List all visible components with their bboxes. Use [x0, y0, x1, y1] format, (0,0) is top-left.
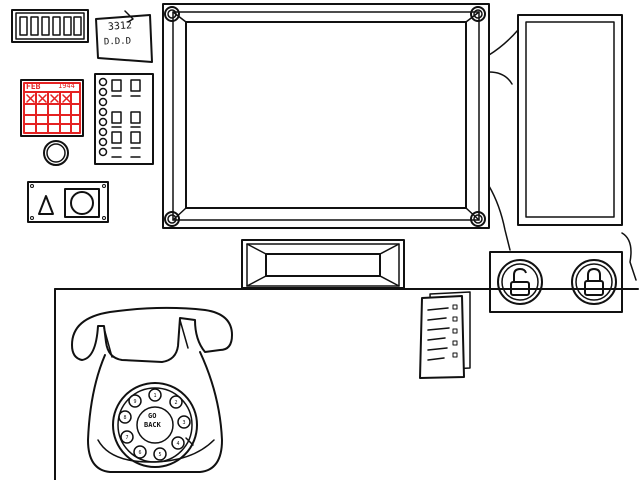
svg-text:3: 3: [182, 420, 185, 426]
rotary-phone-body: [71, 306, 233, 473]
document-drawer-slot[interactable]: [242, 240, 404, 288]
svg-text:1: 1: [153, 393, 156, 399]
unlock-icon: [497, 259, 543, 305]
sticky-note-line2: D.D.D: [103, 36, 132, 48]
alarm-button[interactable]: [28, 182, 108, 222]
document-drawer: [241, 239, 405, 289]
lock-panel: [489, 251, 623, 313]
documents-on-desk[interactable]: [418, 290, 472, 380]
svg-text:6: 6: [138, 450, 141, 456]
document-stack: [419, 291, 471, 379]
unlock-button[interactable]: [494, 256, 546, 308]
dial-numbers: 1 2 3 4 5 6 7 8 9: [123, 393, 185, 458]
telephone-go-back[interactable]: [72, 305, 232, 475]
battery-gauge: [11, 9, 89, 43]
monitor-cables: [488, 29, 519, 251]
calendar-year: 1944: [58, 82, 75, 90]
dial-label-go: GO: [148, 412, 157, 420]
indicator-panel: [94, 73, 154, 165]
power-cable: [621, 232, 637, 281]
lock-icon: [571, 259, 617, 305]
dial-label-back: BACK: [144, 421, 161, 429]
side-monitor: [517, 14, 623, 226]
calendar: [20, 79, 84, 137]
svg-text:9: 9: [133, 399, 136, 405]
alarm-box: [27, 181, 109, 223]
svg-text:7: 7: [125, 435, 128, 441]
svg-text:8: 8: [123, 415, 126, 421]
sticky-note: [95, 10, 153, 63]
lock-button[interactable]: [568, 256, 620, 308]
main-monitor-frame: [162, 3, 490, 229]
sticky-note-line1: 3312: [107, 20, 133, 33]
svg-text:5: 5: [158, 452, 161, 458]
calendar-month: FEB: [26, 82, 41, 91]
round-wall-button: [43, 140, 69, 166]
triangle-warning-icon: [38, 195, 54, 215]
svg-text:2: 2: [174, 400, 177, 406]
svg-text:4: 4: [176, 441, 179, 447]
